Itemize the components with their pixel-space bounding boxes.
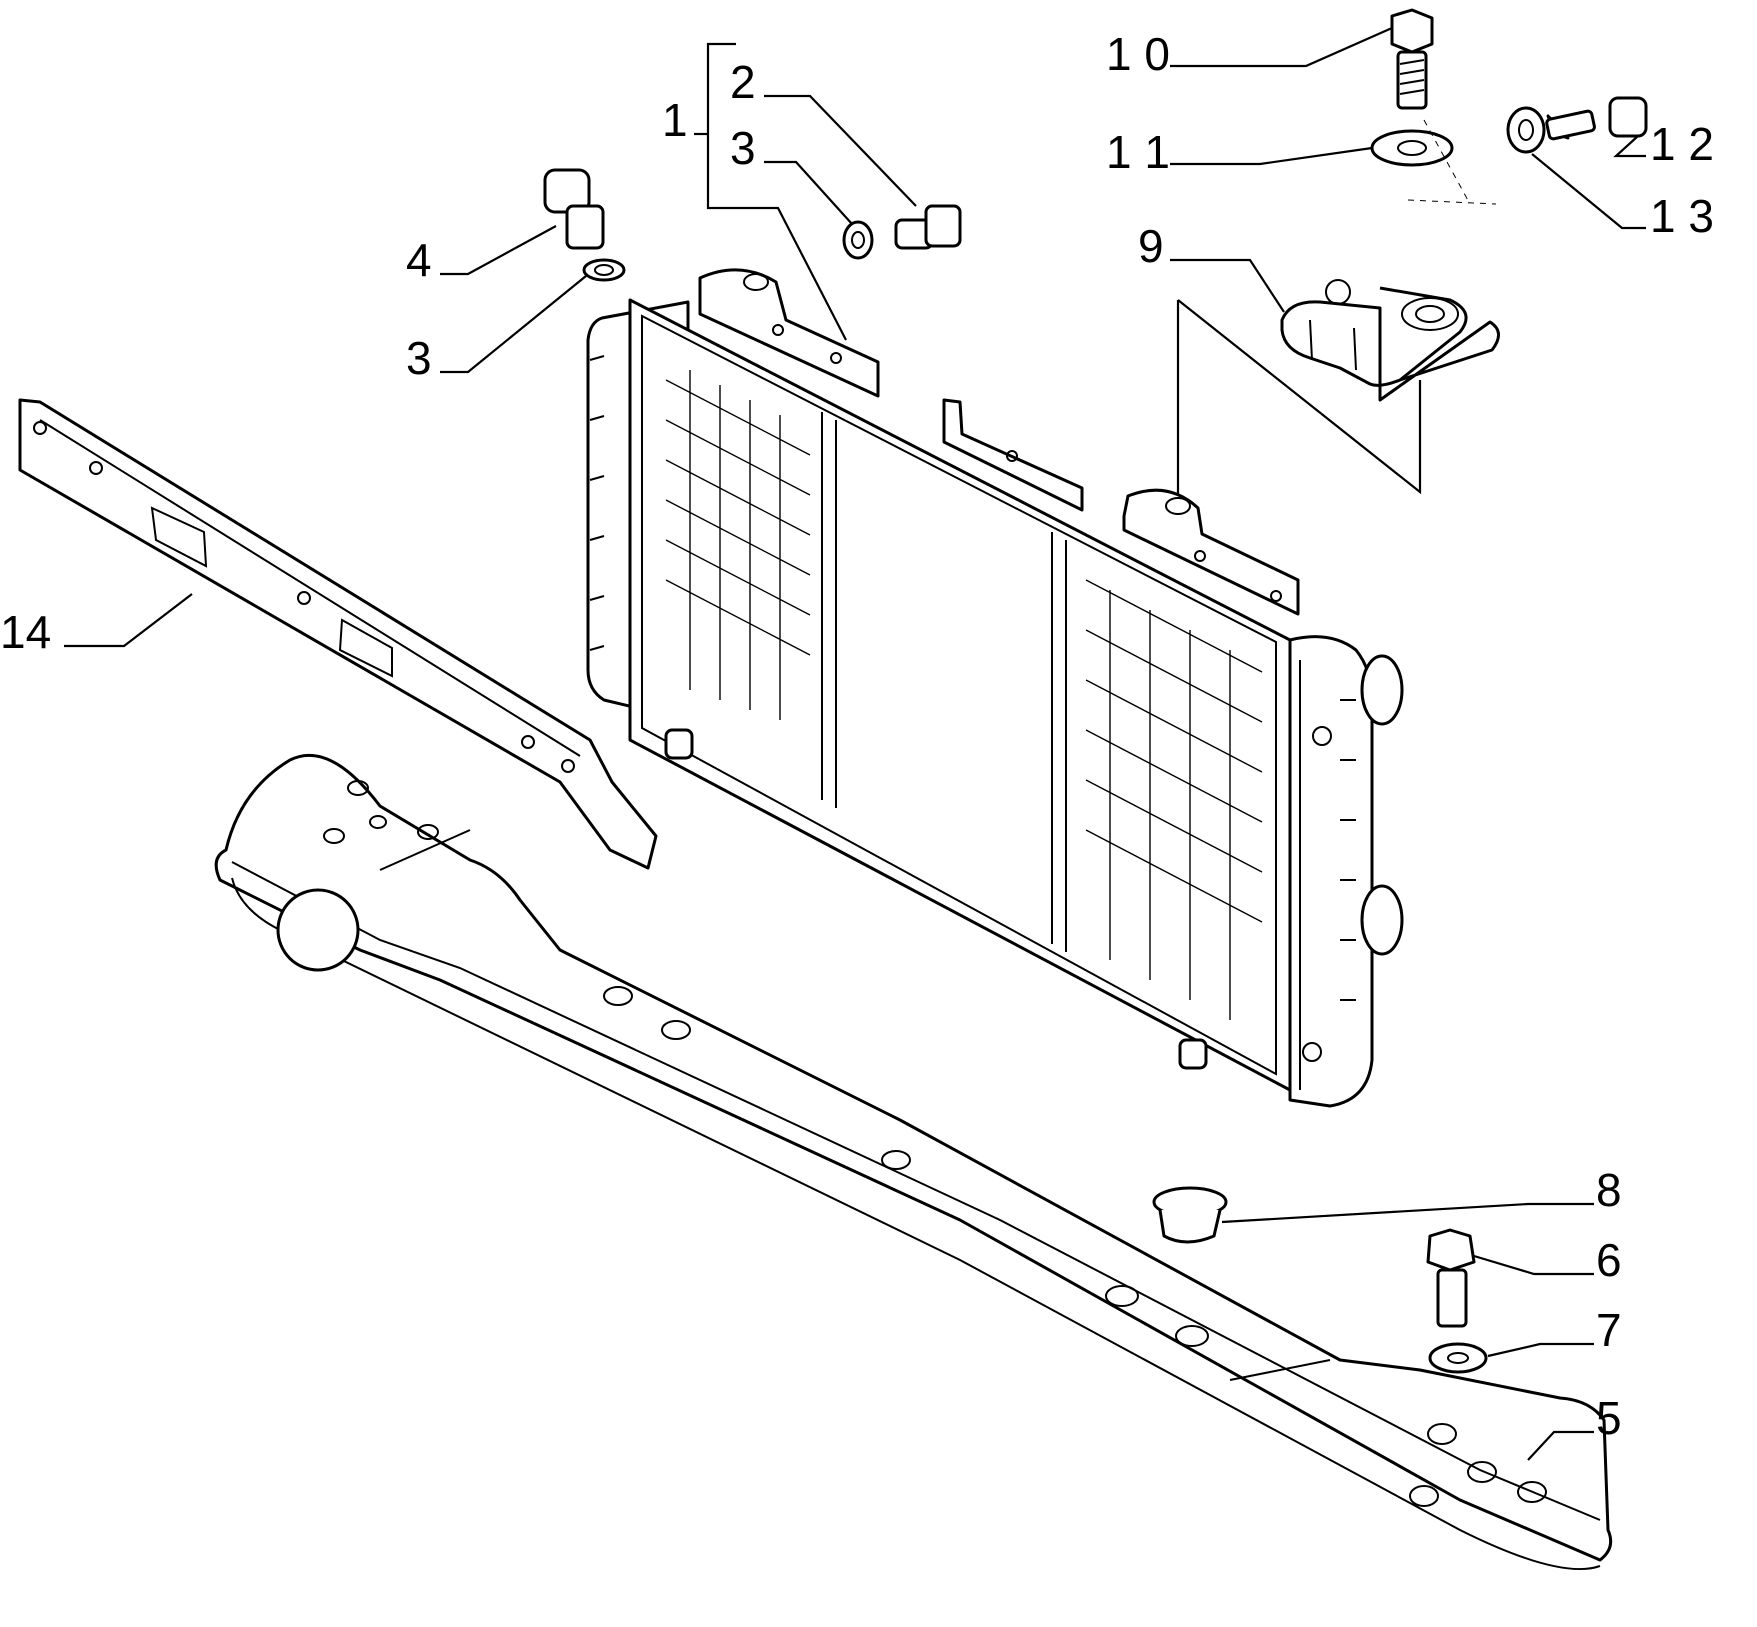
mount-9	[1280, 279, 1500, 402]
bleed-screw-4	[543, 168, 605, 250]
callout-labels: 1 2 3 4 3 14 1 0 1 1 1 2 1 3 9 8 6 7 5	[0, 28, 1714, 1444]
label-6: 6	[1596, 1234, 1622, 1286]
radiator	[586, 268, 1404, 1108]
washer-3-left	[582, 258, 626, 282]
label-3-left: 3	[406, 332, 432, 384]
label-12: 1 2	[1650, 118, 1714, 170]
screw-6	[1426, 1228, 1476, 1328]
label-5: 5	[1596, 1392, 1622, 1444]
label-3-top: 3	[730, 122, 756, 174]
label-11: 1 1	[1106, 126, 1170, 178]
bushing-8	[1152, 1186, 1228, 1244]
label-2: 2	[730, 56, 756, 108]
label-9: 9	[1138, 220, 1164, 272]
washer-3-top	[842, 220, 874, 260]
washer-13	[1506, 106, 1546, 154]
label-10: 1 0	[1106, 28, 1170, 80]
label-14: 14	[0, 606, 51, 658]
label-8: 8	[1596, 1164, 1622, 1216]
plug-2	[894, 204, 962, 250]
screw-10	[1390, 8, 1434, 110]
screw-12	[1545, 96, 1648, 141]
cross-member-5	[214, 753, 1613, 1571]
washer-11	[1370, 129, 1454, 167]
label-7: 7	[1596, 1304, 1622, 1356]
leader-lines	[64, 26, 1646, 1461]
label-1: 1	[662, 94, 688, 146]
label-4: 4	[406, 234, 432, 286]
label-13: 1 3	[1650, 190, 1714, 242]
support-bracket-14	[18, 398, 658, 870]
washer-7	[1428, 1342, 1488, 1374]
